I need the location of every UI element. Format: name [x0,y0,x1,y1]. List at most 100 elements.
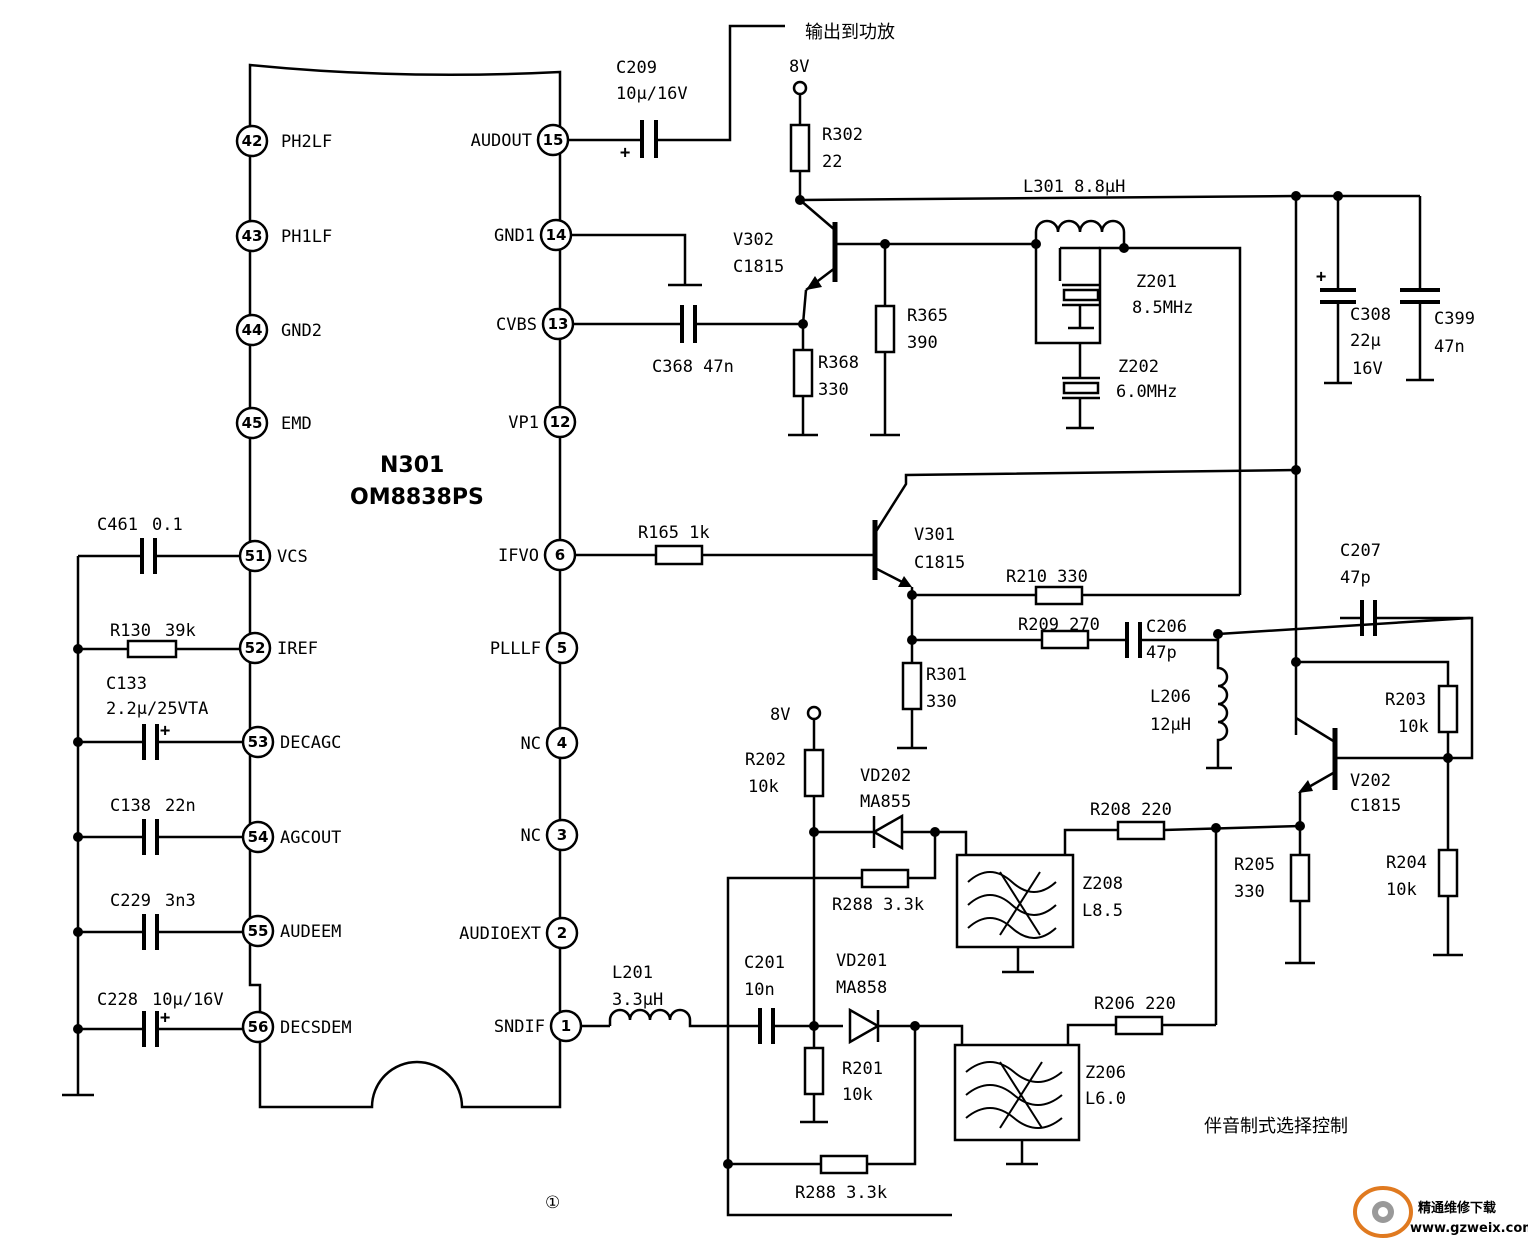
r205-value: 330 [1234,882,1265,902]
svg-text:EMD: EMD [281,414,312,434]
right-pin-2: 2 AUDIOEXT [459,916,579,950]
svg-text:43: 43 [242,227,263,245]
c201-label: C201 [744,953,785,973]
c206-label: C206 [1146,617,1187,637]
c138-label: C138 [110,796,151,816]
vd202-part: MA855 [860,792,911,812]
svg-text:44: 44 [242,321,263,339]
svg-text:AUDIOEXT: AUDIOEXT [459,924,541,944]
c133-value: 2.2μ/25VTA [106,699,208,719]
svg-text:GND1: GND1 [494,226,535,246]
c133-label: C133 [106,674,147,694]
8v-mid-label: 8V [770,705,790,725]
svg-text:51: 51 [245,547,266,565]
c399-label: C399 [1434,309,1475,329]
figure-number: ① [545,1193,560,1213]
svg-text:+: + [1316,267,1326,287]
svg-text:42: 42 [242,132,263,150]
svg-text:DECSDEM: DECSDEM [280,1018,352,1038]
r301-value: 330 [926,692,957,712]
watermark-logo-icon [1353,1186,1413,1238]
l206-value: 12μH [1150,715,1191,735]
svg-text:GND2: GND2 [281,321,322,341]
r209-label: R209 270 [1018,615,1100,635]
r302-label: R302 [822,125,863,145]
svg-text:PH2LF: PH2LF [281,132,332,152]
r203-label: R203 [1385,690,1426,710]
r202-value: 10k [748,777,779,797]
c207-value: 47p [1340,568,1371,588]
z202-value: 6.0MHz [1116,382,1177,402]
r130-label: R130 [110,621,151,641]
r208-label: R208 220 [1090,800,1172,820]
left-pin-53: 53 DECAGC [241,725,341,759]
out-to-amp-label: 输出到功放 [805,22,895,43]
svg-text:+: + [160,1008,170,1028]
svg-text:+: + [160,721,170,741]
ic-n301-body [248,63,562,1109]
r365-label: R365 [907,306,948,326]
svg-text:AUDEEM: AUDEEM [280,922,341,942]
svg-text:54: 54 [248,828,269,846]
svg-text:PLLLF: PLLLF [490,639,541,659]
l301-trap-network [1031,219,1242,595]
z201-label: Z201 [1136,272,1177,292]
c399-value: 47n [1434,337,1465,357]
v301-part: C1815 [914,553,965,573]
v301-label: V301 [914,525,955,545]
audout-output-path: + [568,24,785,163]
watermark-url: www.gzweix.com [1410,1221,1528,1236]
svg-text:12: 12 [550,413,571,431]
c206-value: 47p [1146,643,1177,663]
svg-text:53: 53 [248,733,269,751]
c229-label: C229 [110,891,151,911]
left-pin-44: 44 GND2 [235,313,322,347]
c461-value: 0.1 [152,515,183,535]
svg-text:6: 6 [555,546,565,564]
svg-text:IREF: IREF [277,639,318,659]
cvbs-path [573,305,808,343]
svg-text:+: + [620,143,630,163]
svg-text:SNDIF: SNDIF [494,1017,545,1037]
c138-value: 22n [165,796,196,816]
8v-top-label: 8V [789,57,809,77]
z202-label: Z202 [1118,357,1159,377]
left-pin-43: 43 PH1LF [235,219,332,253]
watermark-text: 精通维修下载 [1418,1200,1496,1216]
svg-text:13: 13 [548,315,569,333]
svg-text:DECAGC: DECAGC [280,733,341,753]
r301-label: R301 [926,665,967,685]
l206-label: L206 [1150,687,1191,707]
svg-text:3: 3 [557,826,567,844]
svg-text:NC: NC [521,734,541,754]
svg-text:PH1LF: PH1LF [281,227,332,247]
c207-label: C207 [1340,541,1381,561]
gnd1-ground [571,233,702,287]
r201-label: R201 [842,1059,883,1079]
l201-value: 3.3μH [612,990,663,1010]
svg-text:IFVO: IFVO [498,546,539,566]
svg-text:56: 56 [248,1018,269,1036]
vd201-label: VD201 [836,951,887,971]
left-pin-42: 42 PH2LF [235,124,332,158]
c308-label: C308 [1350,305,1391,325]
left-pin-56: 56 DECSDEM [241,1010,352,1044]
z201-value: 8.5MHz [1132,298,1193,318]
c228-label: C228 [97,990,138,1010]
r204-value: 10k [1386,880,1417,900]
ic-part-number: OM8838PS [350,485,484,510]
c201-value: 10n [744,980,775,1000]
v202-part: C1815 [1350,796,1401,816]
r210-label: R210 330 [1006,567,1088,587]
svg-text:2: 2 [557,924,567,942]
ic-ref: N301 [380,453,444,478]
l301-label: L301 8.8μH [1023,177,1125,197]
c209-label: C209 [616,58,657,78]
svg-text:5: 5 [557,639,567,657]
supply-decoupling: + [1291,191,1440,735]
